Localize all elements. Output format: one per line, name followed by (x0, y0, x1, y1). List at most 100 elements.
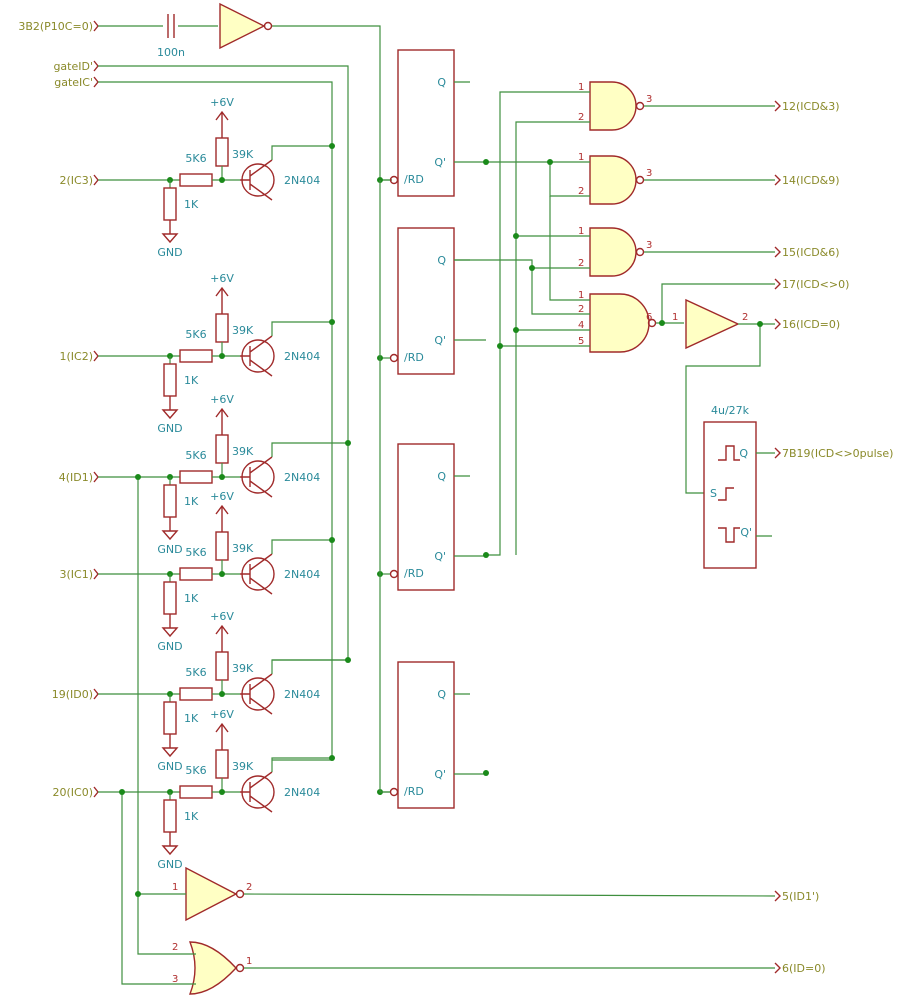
input-ic3-label: 2(IC3) (59, 174, 93, 187)
input-ports: 3B2(P10C=0) gateID' gateIC' 2(IC3) 1(IC2… (18, 20, 99, 799)
collector-resistor-value: 39K (232, 324, 254, 337)
output-icd-ne0-label: 17(ICD<>0) (782, 278, 849, 291)
nand-gate-4-input (589, 293, 650, 353)
input-gate-ic-label: gateIC' (54, 76, 93, 89)
pin-number: 2 (578, 186, 584, 197)
bottom-gates: 1 2 2 3 1 (119, 474, 776, 995)
base-resistor-value: 5K6 (185, 152, 206, 165)
pin-number: 6 (646, 312, 652, 323)
qnot-label: Q' (434, 550, 446, 563)
pulldown-resistor-value: 1K (184, 495, 199, 508)
nand-gate-icd-and6 (589, 227, 637, 277)
monostable-qnot-label: Q' (740, 526, 752, 539)
collector-resistor-value: 39K (232, 662, 254, 675)
reset-label: /RD (404, 567, 424, 580)
pulldown-resistor (163, 187, 177, 221)
flip-flop: QQ'/RD (377, 661, 486, 809)
transistor-type: 2N404 (284, 471, 320, 484)
collector-resistor (215, 137, 229, 167)
pin-number: 1 (578, 290, 584, 301)
capacitor-symbol (167, 14, 175, 38)
pin-number: 1 (578, 226, 584, 237)
transistor-stage: 5K6 1K GND +6V 39K 2N404 (98, 708, 335, 871)
base-resistor-value: 5K6 (185, 328, 206, 341)
base-resistor (179, 470, 213, 484)
transistor-stages: 5K61KGND+6V39K2N4045K61KGND+6V39K2N4045K… (98, 96, 351, 871)
p10c-input-stage: 100n (98, 2, 392, 181)
pin-number: 3 (646, 168, 652, 179)
transistor-type: 2N404 (284, 568, 320, 581)
ground-label: GND (157, 422, 182, 435)
flip-flop: QQ'/RD (377, 49, 486, 197)
input-gate-id-label: gateID' (53, 60, 93, 73)
q-label: Q (437, 688, 446, 701)
input-ic0-label: 20(IC0) (52, 786, 93, 799)
flip-flop-body (397, 661, 455, 809)
base-resistor (179, 349, 213, 363)
q-label: Q (437, 76, 446, 89)
inverter-icd-eq0 (685, 298, 740, 350)
pin-number: 5 (578, 336, 584, 347)
supply-label: +6V (210, 708, 234, 721)
pin-number: 3 (646, 94, 652, 105)
pulse-inverted-icon (718, 527, 740, 543)
pin-number: 2 (578, 304, 584, 315)
pin-number: 3 (646, 240, 652, 251)
input-p10c-label: 3B2(P10C=0) (18, 20, 93, 33)
collector-resistor (215, 651, 229, 681)
base-resistor-value: 5K6 (185, 449, 206, 462)
ground-label: GND (157, 246, 182, 259)
pulldown-resistor-value: 1K (184, 810, 199, 823)
collector-resistor-value: 39K (232, 760, 254, 773)
pulldown-resistor (163, 701, 177, 735)
pin-number: 3 (172, 974, 178, 985)
pin-number: 1 (578, 152, 584, 163)
base-resistor (179, 567, 213, 581)
monostable: 4u/27k Q S Q' (703, 404, 775, 569)
pulse-icon (718, 445, 740, 461)
output-id-eq0-label: 6(ID=0) (782, 962, 826, 975)
pin-number: 1 (672, 312, 678, 323)
flip-flop: QQ'/RD (377, 443, 486, 591)
pin-number: 1 (578, 82, 584, 93)
collector-resistor-value: 39K (232, 542, 254, 555)
supply-label: +6V (210, 610, 234, 623)
q-label: Q (437, 254, 446, 267)
nand-gate-icd-and9 (589, 155, 637, 205)
input-ic2-label: 1(IC2) (59, 350, 93, 363)
nor-gate-id-eq0 (188, 941, 237, 995)
ground-label: GND (157, 640, 182, 653)
reset-label: /RD (404, 785, 424, 798)
monostable-s-label: S (710, 487, 717, 500)
pin-number: 2 (578, 258, 584, 269)
ground-label: GND (157, 858, 182, 871)
inverter-id1 (185, 866, 238, 922)
pin-number: 1 (246, 956, 252, 967)
pulldown-resistor (163, 484, 177, 518)
gate-lines (98, 65, 349, 761)
nand-gate-icd-and3 (589, 81, 637, 131)
base-resistor-value: 5K6 (185, 764, 206, 777)
ground-label: GND (157, 760, 182, 773)
monostable-value: 4u/27k (711, 404, 750, 417)
output-icd-and9-label: 14(ICD&9) (782, 174, 840, 187)
pulldown-resistor (163, 363, 177, 397)
nand-gates: 1 2 3 1 2 3 1 2 3 1 2 4 5 6 1 2 (454, 81, 775, 776)
qnot-label: Q' (434, 334, 446, 347)
pulldown-resistor-value: 1K (184, 198, 199, 211)
output-icd-pulse-label: 7B19(ICD<>0pulse) (782, 447, 893, 460)
collector-resistor (215, 749, 229, 779)
step-icon (718, 487, 734, 501)
collector-resistor (215, 531, 229, 561)
pin-number: 2 (246, 882, 252, 893)
flip-flop-body (397, 443, 455, 591)
output-id1-not-label: 5(ID1') (782, 890, 819, 903)
transistor-type: 2N404 (284, 786, 320, 799)
base-resistor-value: 5K6 (185, 666, 206, 679)
pin-number: 4 (578, 320, 584, 331)
base-resistor (179, 785, 213, 799)
